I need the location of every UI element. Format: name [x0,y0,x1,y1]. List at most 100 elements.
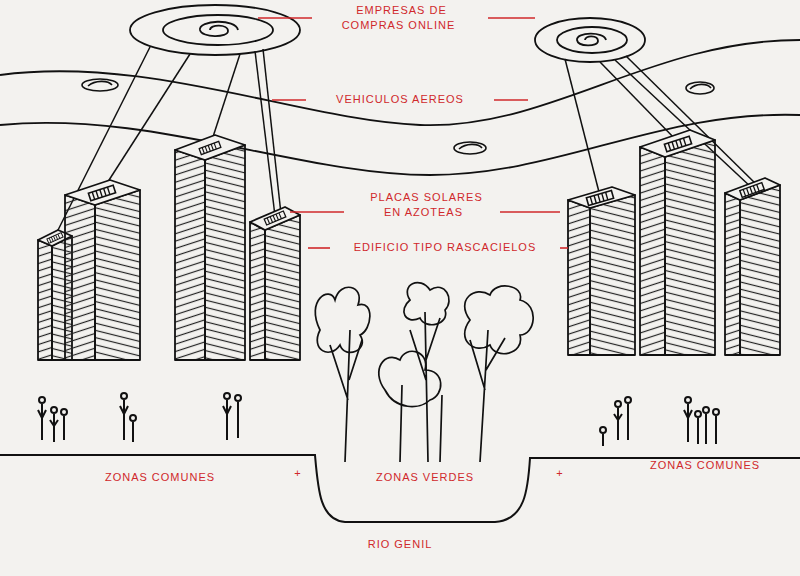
trees [315,283,533,462]
plus-sign: + [553,467,566,479]
leader-line [488,17,535,19]
annotation-label-box: EMPRESAS DE COMPRAS ONLINE [325,3,475,33]
leader-line [272,99,306,101]
solar-panel [47,233,63,244]
annotation-label-box: EDIFICIO TIPO RASCACIELOS [325,240,565,255]
person [61,409,67,440]
annotation-label-box: PLACAS SOLARES EN AZOTEAS [360,190,490,220]
building-face [590,195,635,355]
annotation-label-box: RIO GENIL [335,537,465,552]
aerial-vehicles [82,79,714,154]
tree-trunk [410,312,440,462]
leader-lines [258,18,568,248]
solar-panel [586,191,613,206]
skyscraper [640,130,715,355]
aerial-vehicle [686,82,714,94]
solar-panel [740,183,764,198]
sky-band [0,40,800,125]
tree-crown [465,286,534,354]
annotation-label: VEHICULOS AEREOS [333,93,467,105]
cable [600,62,678,142]
person [120,393,128,440]
tree-crown [379,351,441,406]
skyscraper [250,207,300,360]
building-face [265,215,300,360]
leader-line [308,247,330,249]
solar-panels [47,136,764,243]
building-face [65,195,95,360]
solar-panel [199,141,221,154]
person [703,407,709,444]
shopping-hub [130,5,300,55]
person [600,427,606,446]
hub-ring [130,5,300,55]
aerial-vehicle [454,142,486,154]
building-roof [725,178,780,200]
cable [263,49,281,214]
solar-panel [88,185,115,201]
building-face [568,200,590,355]
person [684,397,692,442]
hub-ring [163,15,273,45]
annotation-label-box: ZONAS COMUNES [70,470,250,485]
annotation-label-box: ZONAS VERDES [350,470,500,485]
ground-line [0,455,800,522]
skyscraper [175,135,245,360]
building-roof [65,180,140,205]
skyscrapers [38,130,780,360]
annotation-label-box: ZONAS COMUNES [615,458,795,473]
aerial-vehicle [459,144,482,149]
leader-line [290,211,344,213]
person [614,401,622,440]
person [223,393,231,440]
person [130,415,136,442]
annotation-label: EDIFICIO TIPO RASCACIELOS [351,241,540,253]
building-roof [640,130,715,157]
building-face [665,140,715,355]
skyscraper [725,178,780,355]
tree-crown [315,287,370,352]
person [713,409,719,444]
tree-crown [404,283,449,325]
building-roof [250,207,300,230]
annotation-label: RIO GENIL [365,538,436,550]
hub-spiral [200,22,238,36]
building-face [640,147,665,355]
building-face [740,185,780,355]
annotation-label-box: + [286,466,310,481]
building-face [205,145,245,360]
plus-sign: + [291,467,304,479]
person [235,395,241,438]
aerial-vehicle [690,84,711,89]
tree-trunk [470,330,505,462]
leader-line [500,211,560,213]
leader-line [494,99,528,101]
person [50,407,58,442]
annotation-label-box: VEHICULOS AEREOS [315,92,485,107]
skyscraper [568,187,635,355]
leader-line [560,247,568,249]
annotation-label: ZONAS COMUNES [647,459,763,471]
skyscraper [65,180,140,360]
hub-ring [557,27,627,53]
building-face [725,193,740,355]
annotation-label: ZONAS COMUNES [102,471,218,483]
annotation-label: ZONAS VERDES [373,471,477,483]
building-face [95,190,140,360]
building-face [175,150,205,360]
solar-panel [664,136,691,152]
annotation-label: EMPRESAS DE COMPRAS ONLINE [342,4,459,31]
person [695,411,701,444]
people [38,393,719,446]
building-roof [175,135,245,160]
building-roof [568,187,635,208]
cable [565,59,600,196]
solar-panel [264,211,286,225]
annotation-label-box: + [548,466,572,481]
hub-spiral [577,34,606,46]
aerial-vehicle [82,79,118,91]
shopping-hub [535,18,645,62]
aerial-vehicle [88,81,112,86]
